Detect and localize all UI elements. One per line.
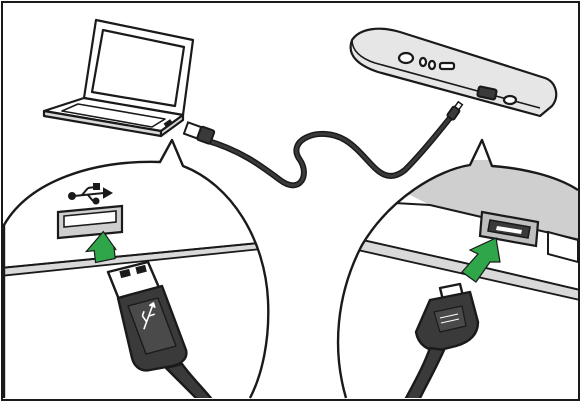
usb-a-port	[58, 206, 122, 238]
